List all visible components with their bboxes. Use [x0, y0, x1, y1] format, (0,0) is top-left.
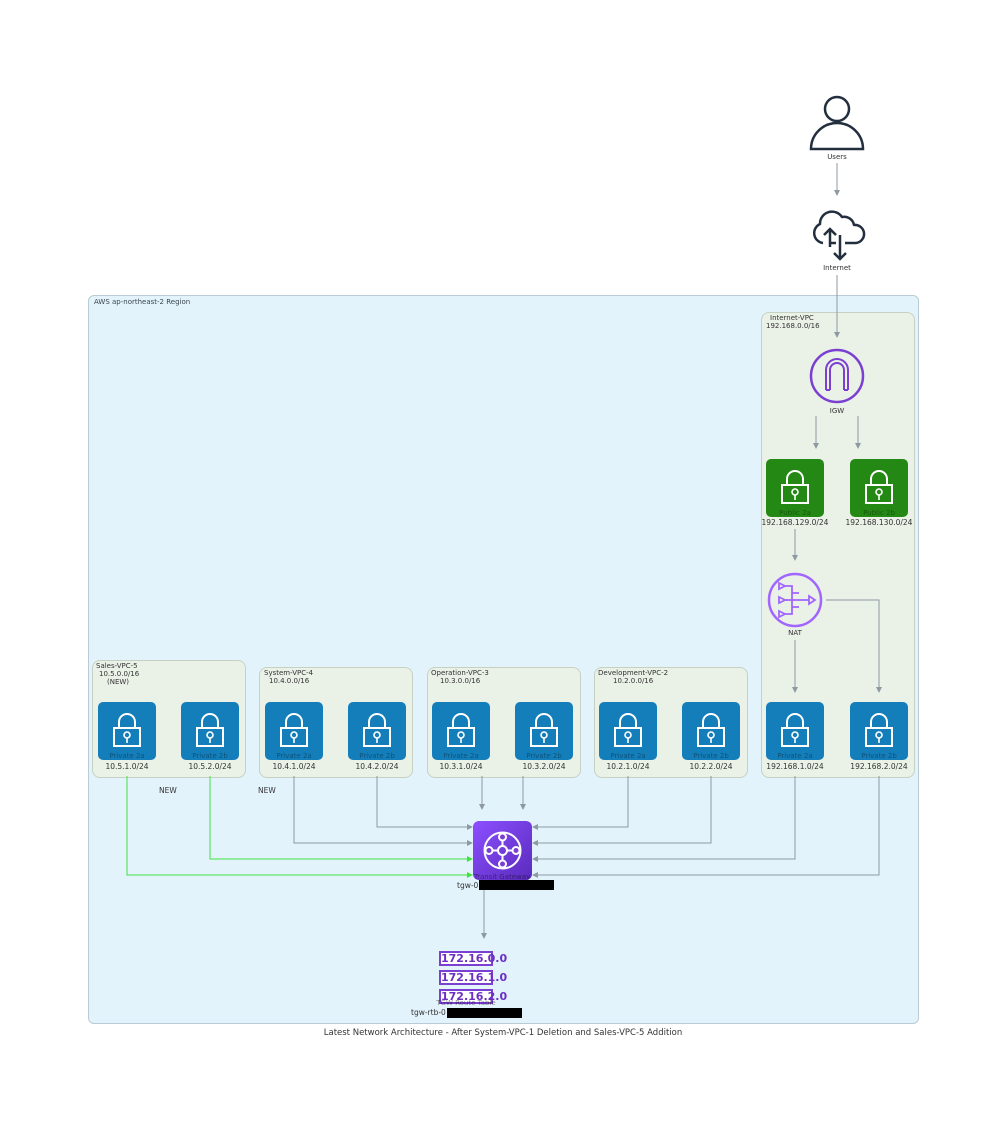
- private-subnet-2a: Private 2a: [98, 702, 156, 760]
- internet-label: Internet: [823, 264, 851, 272]
- edge-label-new: NEW: [159, 786, 177, 795]
- private-subnet-2b: Private 2b: [682, 702, 740, 760]
- private-subnet-2a: Private 2a: [265, 702, 323, 760]
- inet-private-subnet-2b: Private 2b: [850, 702, 908, 760]
- subnet-name: Private 2a: [109, 752, 145, 760]
- region-label: AWS ap-northeast-2 Region: [94, 298, 191, 306]
- edge-nat-private-2b: [826, 599, 882, 693]
- public-subnet-2a: Public 2a: [766, 459, 824, 517]
- internet-gateway-icon: [809, 348, 865, 404]
- private-subnet-2b: Private 2b: [348, 702, 406, 760]
- subnet-name: Private 2b: [192, 752, 228, 760]
- transit-gateway-icon: [483, 831, 522, 870]
- public-subnet-2b: Public 2b: [850, 459, 908, 517]
- route-table-label: TGW Route Table: [436, 999, 496, 1007]
- vpc-new-note: (NEW): [107, 678, 130, 686]
- subnet-name: Public 2a: [779, 509, 811, 517]
- tgw-id-redacted: [479, 880, 554, 890]
- vpc-cidr: 10.2.0.0/16: [613, 677, 654, 685]
- lock-icon: [614, 713, 642, 747]
- subnet-name: Private 2b: [861, 752, 897, 760]
- cloud-upload-download-icon: [813, 210, 866, 261]
- edge-sales-2a-tgw: [126, 776, 473, 878]
- lock-icon: [196, 713, 224, 747]
- nat-label: NAT: [788, 629, 802, 637]
- subnet-cidr: 10.3.2.0/24: [522, 762, 566, 771]
- subnet-name: Private 2a: [610, 752, 646, 760]
- edge-label-new: NEW: [258, 786, 276, 795]
- tgw-node: [473, 821, 532, 880]
- inet-private-subnet-2a: Private 2a: [766, 702, 824, 760]
- vpc-cidr: 10.4.0.0/16: [269, 677, 310, 685]
- internet-node: [808, 205, 866, 267]
- private-subnet-2a: Private 2a: [599, 702, 657, 760]
- nat-gateway-icon: [767, 572, 823, 628]
- tgw-label: Transit Gateway: [473, 873, 531, 881]
- vpc-cidr: 10.3.0.0/16: [440, 677, 481, 685]
- subnet-cidr: 10.4.2.0/24: [355, 762, 399, 771]
- internet-vpc-name: Internet-VPC: [770, 314, 814, 322]
- subnet-cidr: 10.3.1.0/24: [439, 762, 483, 771]
- tgw-id: tgw-0: [457, 881, 479, 890]
- subnet-name: Private 2a: [276, 752, 312, 760]
- edge-sys-2a-tgw: [293, 776, 473, 846]
- lock-icon: [530, 713, 558, 747]
- route-entry: 172.16.0.0: [439, 951, 508, 966]
- subnet-cidr: 10.5.1.0/24: [105, 762, 149, 771]
- igw-node: [809, 348, 865, 408]
- subnet-name: Private 2b: [526, 752, 562, 760]
- edge-sys-2b-tgw: [376, 776, 473, 830]
- vpc-name: Development-VPC-2: [598, 669, 669, 677]
- users-node: [808, 94, 866, 156]
- subnet-cidr: 192.168.1.0/24: [766, 762, 824, 771]
- vpc-name: Operation-VPC-3: [431, 669, 489, 677]
- private-subnet-2b: Private 2b: [515, 702, 573, 760]
- route-entry: 172.16.2.0: [439, 989, 508, 1004]
- private-subnet-2b: Private 2b: [181, 702, 239, 760]
- subnet-name: Private 2a: [777, 752, 813, 760]
- edge-inet-priv-2b-tgw: [532, 776, 880, 878]
- lock-icon: [697, 713, 725, 747]
- igw-label: IGW: [829, 407, 845, 415]
- subnet-name: Private 2b: [693, 752, 729, 760]
- users-label: Users: [827, 153, 847, 161]
- lock-icon: [363, 713, 391, 747]
- lock-icon: [865, 713, 893, 747]
- nat-node: [767, 572, 823, 632]
- lock-icon: [113, 713, 141, 747]
- edge-dev-2a-tgw: [532, 776, 629, 830]
- subnet-cidr: 192.168.129.0/24: [761, 518, 829, 527]
- subnet-cidr: 10.2.1.0/24: [606, 762, 650, 771]
- subnet-name: Private 2b: [359, 752, 395, 760]
- route-table-id-redacted: [447, 1008, 522, 1018]
- lock-icon: [447, 713, 475, 747]
- vpc-name: System-VPC-4: [264, 669, 314, 677]
- edge-sales-2b-tgw: [209, 776, 473, 862]
- edge-inet-priv-2a-tgw: [532, 776, 796, 862]
- lock-icon: [781, 713, 809, 747]
- vpc-name: Sales-VPC-5: [96, 662, 138, 670]
- subnet-cidr: 10.5.2.0/24: [188, 762, 232, 771]
- lock-icon: [865, 470, 893, 504]
- vpc-cidr: 10.5.0.0/16: [99, 670, 140, 678]
- subnet-cidr: 192.168.2.0/24: [850, 762, 908, 771]
- user-icon: [809, 95, 865, 151]
- lock-icon: [280, 713, 308, 747]
- private-subnet-2a: Private 2a: [432, 702, 490, 760]
- subnet-cidr: 192.168.130.0/24: [845, 518, 913, 527]
- edge-dev-2b-tgw: [532, 776, 712, 846]
- route-table-id: tgw-rtb-0: [411, 1008, 446, 1017]
- subnet-name: Private 2a: [443, 752, 479, 760]
- lock-icon: [781, 470, 809, 504]
- subnet-cidr: 10.4.1.0/24: [272, 762, 316, 771]
- diagram-caption: Latest Network Architecture - After Syst…: [323, 1028, 683, 1038]
- internet-vpc-cidr: 192.168.0.0/16: [766, 322, 820, 330]
- subnet-cidr: 10.2.2.0/24: [689, 762, 733, 771]
- subnet-name: Public 2b: [863, 509, 895, 517]
- internet-vpc: [761, 312, 915, 778]
- route-entry: 172.16.1.0: [439, 970, 508, 985]
